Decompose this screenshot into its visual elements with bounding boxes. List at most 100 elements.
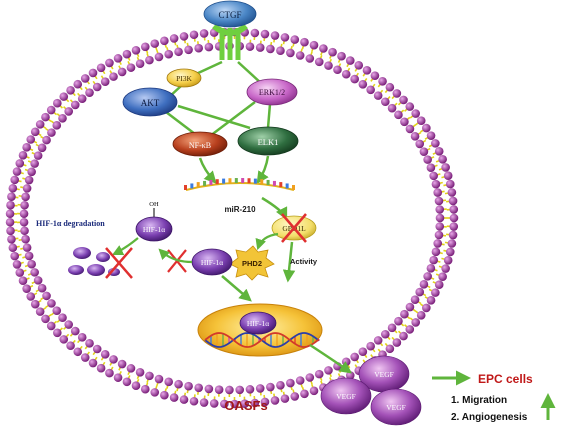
lipid-head xyxy=(266,382,275,392)
lipid-head xyxy=(122,377,132,387)
hif-oh-label: OH xyxy=(149,201,159,208)
lipid-head xyxy=(305,54,315,63)
lipid-head xyxy=(435,213,445,223)
rna-base xyxy=(228,178,232,184)
lipid-head xyxy=(434,280,444,290)
lipid-head xyxy=(33,276,43,285)
erk-node: ERK1/2 xyxy=(246,78,298,106)
lipid-head xyxy=(434,196,444,206)
lipid-head xyxy=(24,251,34,261)
lipid-head xyxy=(358,347,368,357)
lipid-head xyxy=(422,303,431,313)
rna-backbone xyxy=(185,182,295,191)
phd2-node: PHD2 xyxy=(229,245,275,281)
rna-base xyxy=(292,185,295,190)
rna-base xyxy=(279,182,283,188)
lipid-head xyxy=(270,31,280,40)
lipid-head xyxy=(394,110,403,120)
angiogenesis-label: 2. Angiogenesis xyxy=(451,412,528,423)
migration-label: 1. Migration xyxy=(451,395,507,406)
lipid-head xyxy=(80,74,90,83)
lipid-head xyxy=(105,58,114,68)
pi3k-label: PI3K xyxy=(176,74,192,83)
lipid-head xyxy=(358,79,368,89)
rna-base xyxy=(272,180,276,186)
lipid-head xyxy=(449,205,459,214)
rna-base xyxy=(203,180,207,186)
lipid-head xyxy=(337,51,346,61)
lipid-head xyxy=(225,385,234,395)
lipid-head xyxy=(366,341,375,351)
lipid-head xyxy=(109,72,118,81)
hif-center-label: HIF-1α xyxy=(201,258,223,267)
lipid-head xyxy=(399,95,408,105)
lipid-head xyxy=(88,68,98,78)
rna-base xyxy=(285,183,289,189)
lipid-head xyxy=(426,264,436,273)
lipid-head xyxy=(47,299,56,308)
arrow-elk1-mir xyxy=(256,155,270,185)
erk-label: ERK1/2 xyxy=(259,88,285,97)
hif-center-node: HIF-1α xyxy=(191,248,233,276)
lipid-head xyxy=(255,384,265,393)
epc-cells-label: EPC cells xyxy=(478,372,533,386)
lipid-head xyxy=(70,100,80,110)
lipid-head xyxy=(77,333,87,342)
lipid-head xyxy=(328,47,337,57)
lipid-head xyxy=(260,29,270,39)
lipid-head xyxy=(73,79,83,89)
lipid-head xyxy=(443,255,453,265)
lipid-head xyxy=(435,222,445,231)
lipid-head xyxy=(160,390,169,400)
vegf-label-2: VEGF xyxy=(336,392,356,401)
lipid-head xyxy=(419,280,429,289)
lipid-head xyxy=(324,366,333,375)
lipid-head xyxy=(24,175,34,185)
ctgf-receptor xyxy=(212,23,248,60)
lipid-head xyxy=(88,358,98,368)
lipid-head xyxy=(415,287,425,297)
lipid-head xyxy=(113,54,123,63)
lipid-head xyxy=(324,61,333,70)
lipid-head xyxy=(416,310,426,320)
lipid-head xyxy=(429,255,438,265)
hif-nucleus-label: HIF-1α xyxy=(247,319,269,328)
activity-label: Activity xyxy=(290,257,318,266)
lipid-head xyxy=(204,384,214,394)
lipid-head xyxy=(42,135,51,145)
lipid-head xyxy=(434,146,444,156)
phd2-label: PHD2 xyxy=(242,259,262,268)
lipid-head xyxy=(22,243,32,252)
akt-label: AKT xyxy=(141,98,160,108)
lipid-head xyxy=(295,51,305,60)
lipid-head xyxy=(314,57,324,67)
lipid-head xyxy=(230,399,239,409)
ctgf-label: CTGF xyxy=(218,10,241,20)
lipid-head xyxy=(126,63,136,72)
lipid-head xyxy=(419,147,429,156)
vegf-label-1: VEGF xyxy=(374,370,394,379)
lipid-head xyxy=(199,398,209,407)
lipid-head xyxy=(341,357,351,367)
lipid-head xyxy=(47,128,56,137)
lipid-head xyxy=(10,251,20,261)
lipid-head xyxy=(164,377,174,387)
lipid-head xyxy=(194,43,203,53)
lipid-head xyxy=(350,352,359,362)
lipid-head xyxy=(400,117,409,127)
lipid-head xyxy=(333,65,342,75)
lipid-head xyxy=(286,378,295,388)
lipid-head xyxy=(426,163,436,172)
lipid-head xyxy=(12,167,22,176)
lipid-head xyxy=(52,121,62,130)
lipid-head xyxy=(204,42,214,52)
lipid-head xyxy=(378,77,387,86)
lipid-head xyxy=(33,151,43,160)
lipid-head xyxy=(96,363,106,373)
lipid-head xyxy=(160,36,169,46)
lipid-head xyxy=(100,350,110,359)
lipid-head xyxy=(250,28,260,38)
lipid-head xyxy=(58,113,67,123)
lipid-head xyxy=(109,355,118,364)
